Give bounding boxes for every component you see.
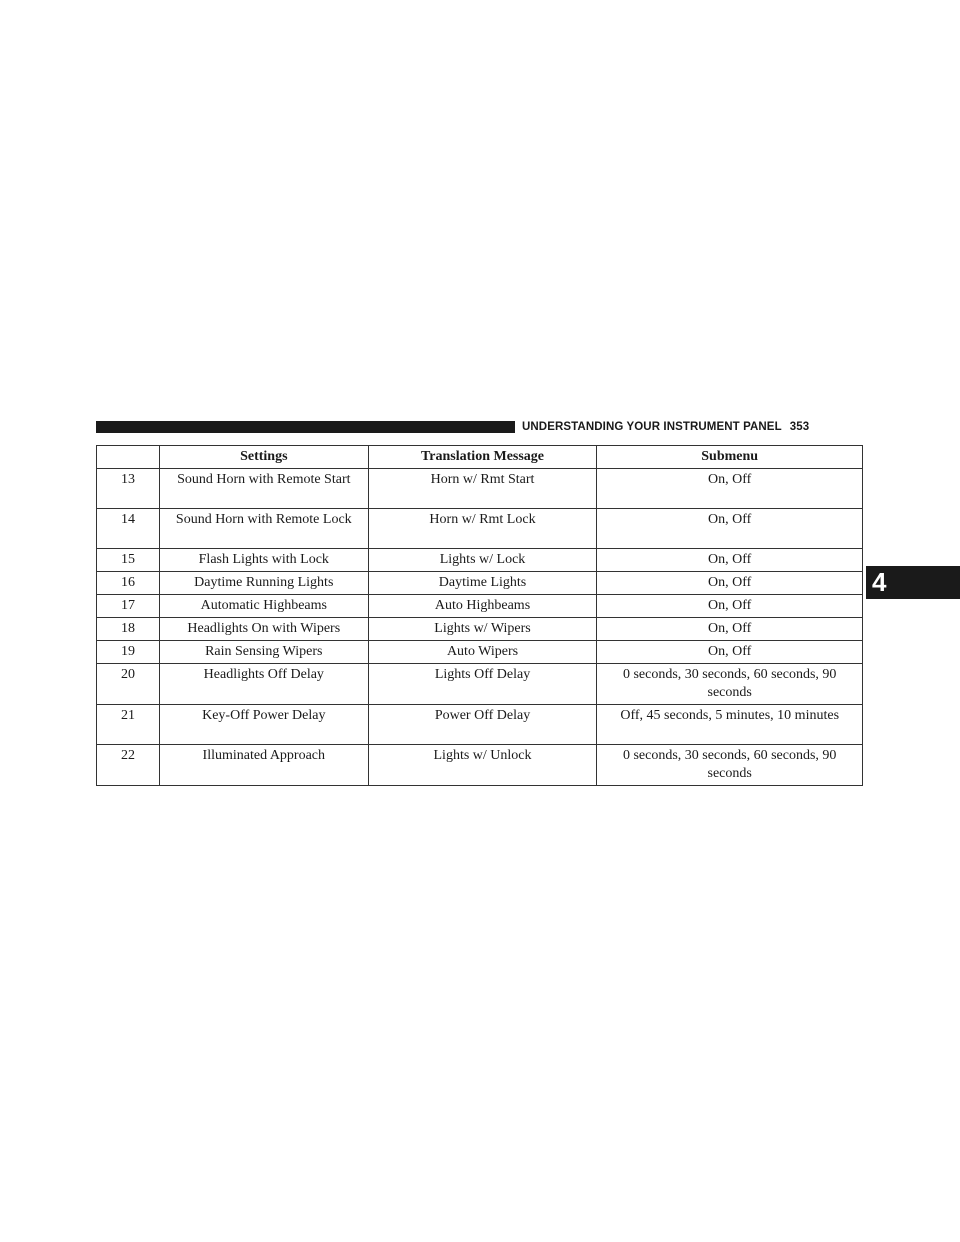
submenu-cell: On, Off: [596, 508, 863, 549]
column-header-submenu: Submenu: [596, 445, 863, 469]
translation-message-cell: Auto Wipers: [367, 640, 598, 664]
submenu-cell: 0 seconds, 30 seconds, 60 seconds, 90 se…: [596, 663, 863, 705]
translation-message-cell: Auto Highbeams: [367, 594, 598, 618]
header-rule-bar: [96, 421, 515, 433]
translation-message-cell: Lights w/ Lock: [367, 548, 598, 572]
column-header-translation-message: Translation Message: [367, 445, 598, 469]
submenu-cell: 0 seconds, 30 seconds, 60 seconds, 90 se…: [596, 744, 863, 786]
chapter-tab: 4: [866, 566, 960, 599]
setting-cell: Sound Horn with Remote Lock: [158, 508, 369, 549]
column-header-settings: Settings: [158, 445, 369, 469]
running-header: UNDERSTANDING YOUR INSTRUMENT PANEL 353: [522, 419, 865, 435]
row-number-cell: 15: [96, 548, 160, 572]
setting-cell: Sound Horn with Remote Start: [158, 468, 369, 509]
translation-message-cell: Daytime Lights: [367, 571, 598, 595]
translation-message-cell: Lights w/ Unlock: [367, 744, 598, 786]
submenu-cell: Off, 45 seconds, 5 minutes, 10 minutes: [596, 704, 863, 745]
row-number-cell: 13: [96, 468, 160, 509]
submenu-cell: On, Off: [596, 617, 863, 641]
row-number-cell: 19: [96, 640, 160, 664]
row-number-cell: 14: [96, 508, 160, 549]
submenu-cell: On, Off: [596, 571, 863, 595]
column-header-number: [96, 445, 160, 469]
setting-cell: Daytime Running Lights: [158, 571, 369, 595]
translation-message-cell: Horn w/ Rmt Start: [367, 468, 598, 509]
setting-cell: Flash Lights with Lock: [158, 548, 369, 572]
translation-message-cell: Horn w/ Rmt Lock: [367, 508, 598, 549]
row-number-cell: 21: [96, 704, 160, 745]
translation-message-cell: Lights w/ Wipers: [367, 617, 598, 641]
row-number-cell: 20: [96, 663, 160, 705]
row-number-cell: 18: [96, 617, 160, 641]
setting-cell: Key-Off Power Delay: [158, 704, 369, 745]
submenu-cell: On, Off: [596, 548, 863, 572]
submenu-cell: On, Off: [596, 594, 863, 618]
translation-message-cell: Power Off Delay: [367, 704, 598, 745]
row-number-cell: 16: [96, 571, 160, 595]
table-header-row: Settings Translation Message Submenu: [96, 445, 863, 469]
translation-message-cell: Lights Off Delay: [367, 663, 598, 705]
page-number: 353: [789, 421, 810, 433]
setting-cell: Headlights On with Wipers: [158, 617, 369, 641]
row-number-cell: 17: [96, 594, 160, 618]
row-number-cell: 22: [96, 744, 160, 786]
submenu-cell: On, Off: [596, 468, 863, 509]
submenu-cell: On, Off: [596, 640, 863, 664]
setting-cell: Headlights Off Delay: [158, 663, 369, 705]
section-title: UNDERSTANDING YOUR INSTRUMENT PANEL: [522, 421, 782, 433]
setting-cell: Automatic Highbeams: [158, 594, 369, 618]
setting-cell: Illuminated Approach: [158, 744, 369, 786]
setting-cell: Rain Sensing Wipers: [158, 640, 369, 664]
